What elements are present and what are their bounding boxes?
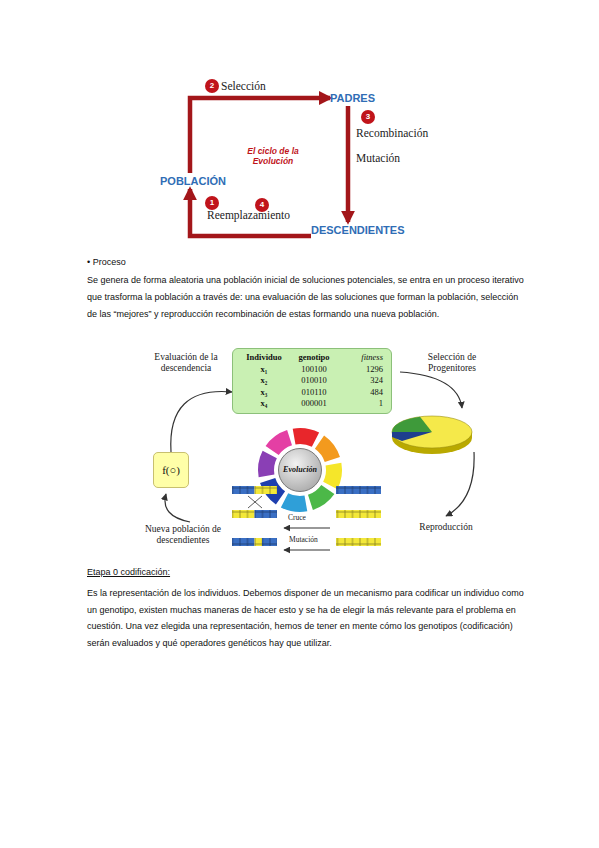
node-text: Evolución — [279, 449, 321, 491]
table-cell: x₁ — [239, 364, 289, 376]
cycle-step-label: Nueva población de descendientes — [140, 524, 226, 546]
flow-arrow — [171, 392, 232, 453]
node-text: PADRES — [330, 90, 388, 106]
cycle-step-label: Selección de Progenitores — [404, 352, 500, 374]
table-cell: x₃ — [239, 387, 289, 399]
callout-number: 3 — [361, 110, 375, 124]
pie-chart — [392, 416, 472, 454]
cycle-title: El ciclo de la Evolución — [247, 147, 299, 166]
table-cell: 010010 — [289, 375, 339, 387]
cycle-step-label: Evaluación de la descendencia — [138, 352, 234, 374]
body-paragraph: Es la representación de los individuos. … — [87, 585, 527, 651]
operator-label: Cruce — [288, 513, 328, 522]
stage-heading: DESCENDIENTES — [311, 222, 419, 238]
callout-number: 1 — [205, 196, 219, 210]
cycle-step-label: Reproducción — [406, 522, 486, 533]
node-text: f(○) — [154, 453, 188, 487]
evolution-hub: Evolución — [278, 448, 322, 492]
node-text: DESCENDIENTES — [311, 222, 419, 238]
stage-heading: POBLACIÓN — [160, 173, 248, 189]
cycle-arrow — [190, 189, 311, 236]
cycle-arrow — [190, 98, 330, 173]
section-heading: Etapa 0 codificación: — [87, 566, 287, 579]
node-text: 1 — [205, 196, 219, 210]
table-cell: 324 — [339, 375, 383, 387]
table-cell: x₄ — [239, 398, 289, 410]
table-cell: 1 — [339, 398, 383, 410]
table-cell: Individuo — [239, 352, 289, 364]
evolution-wheel — [253, 423, 348, 518]
section-bullet: • Proceso — [87, 256, 207, 269]
table-cell: 000001 — [289, 398, 339, 410]
table-cell: 100100 — [289, 364, 339, 376]
operator-label: Mutación — [289, 535, 329, 544]
callout-number: 2 — [205, 79, 219, 93]
table-cell: x₂ — [239, 375, 289, 387]
fitness-function-box: f(○) — [153, 452, 189, 488]
edge-label: Selección — [221, 79, 266, 93]
table-cell: 010110 — [289, 387, 339, 399]
node-text: 2 — [205, 79, 219, 93]
table-cell: 484 — [339, 387, 383, 399]
table-cell: 1296 — [339, 364, 383, 376]
chromosome-strips — [232, 486, 381, 546]
operator-label: Mutación — [356, 151, 436, 165]
cycle-arrow — [346, 106, 351, 222]
edge-label: Recombinación — [356, 126, 428, 140]
table-cell: fitness — [339, 352, 383, 364]
edge-label: Reemplazamiento — [207, 208, 290, 222]
body-paragraph: Se genera de forma aleatoria una poblaci… — [87, 272, 527, 323]
population-table: Individuogenotipofitness x₁1001001296 x₂01… — [232, 348, 392, 414]
stage-heading: PADRES — [330, 90, 388, 106]
node-text: 3 — [361, 110, 375, 124]
node-text: POBLACIÓN — [160, 173, 248, 189]
table-cell: genotipo — [289, 352, 339, 364]
